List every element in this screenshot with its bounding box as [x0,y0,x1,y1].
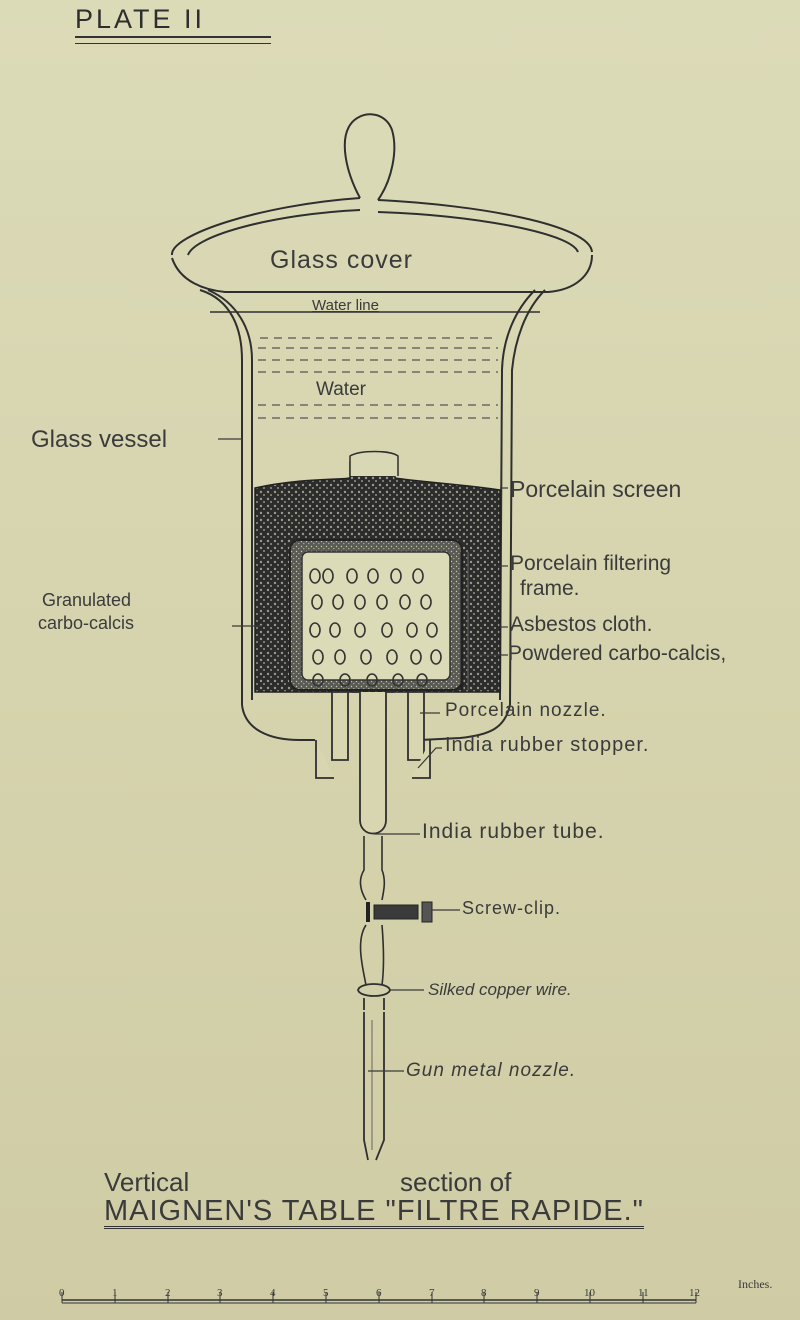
label-gun-metal: Gun metal nozzle. [406,1060,577,1081]
caption-vertical: Vertical [104,1167,190,1197]
label-granulated-2: carbo-calcis [38,613,135,633]
scale-tick-label: 12 [689,1287,700,1299]
scale-tick-label: 1 [112,1287,118,1299]
plate-underline [75,36,271,44]
label-filtering-frame-1: Porcelain filtering [510,552,672,575]
label-powdered: Powdered carbo-calcis, [508,642,727,665]
scale-tick-label: 0 [59,1287,65,1299]
scale-tick-label: 7 [429,1287,435,1299]
scale-tick-label: 10 [584,1287,595,1299]
label-porcelain-nozzle: Porcelain nozzle. [445,700,607,721]
porcelain-filtering-frame [289,539,469,691]
scale-tick-label: 6 [376,1287,382,1299]
label-water: Water [316,379,366,400]
scale-tick-label: 4 [270,1287,276,1299]
label-screw-clip: Screw-clip. [462,898,562,918]
label-silked-wire: Silked copper wire. [428,980,572,999]
scale-tick-label: 8 [481,1287,487,1299]
silked-copper-wire [357,983,391,1010]
glass-cover [170,113,593,293]
glass-vessel [199,289,546,741]
water-lines [258,337,498,419]
label-filtering-frame-2: frame. [520,577,580,600]
porcelain-screen [349,450,399,476]
screw-clip [366,901,433,923]
scale-tick-label: 11 [638,1287,649,1299]
scale-tick-label: 9 [534,1287,540,1299]
label-porcelain-screen: Porcelain screen [510,476,682,502]
label-glass-vessel: Glass vessel [31,426,168,453]
plate-label: PLATE II [75,4,206,34]
label-granulated-1: Granulated [42,590,132,610]
label-glass-cover: Glass cover [270,246,413,274]
porcelain-nozzle [315,691,431,835]
label-rubber-tube: India rubber tube. [422,820,605,843]
label-asbestos: Asbestos cloth. [510,613,653,636]
scale-tick-label: 5 [323,1287,329,1299]
scale-tick-label: 3 [217,1287,223,1299]
leader-lines [218,438,508,1072]
gun-metal-nozzle [363,1012,385,1161]
caption-section-of: section of [400,1167,512,1197]
inch-scale [61,1292,697,1304]
label-water-line: Water line [312,297,379,314]
scale-unit: Inches. [738,1277,773,1291]
india-rubber-tube [359,836,386,901]
caption-title: MAIGNEN'S TABLE "FILTRE RAPIDE." [104,1195,644,1229]
scale-tick-label: 2 [165,1287,171,1299]
label-rubber-stopper: India rubber stopper. [445,734,650,756]
